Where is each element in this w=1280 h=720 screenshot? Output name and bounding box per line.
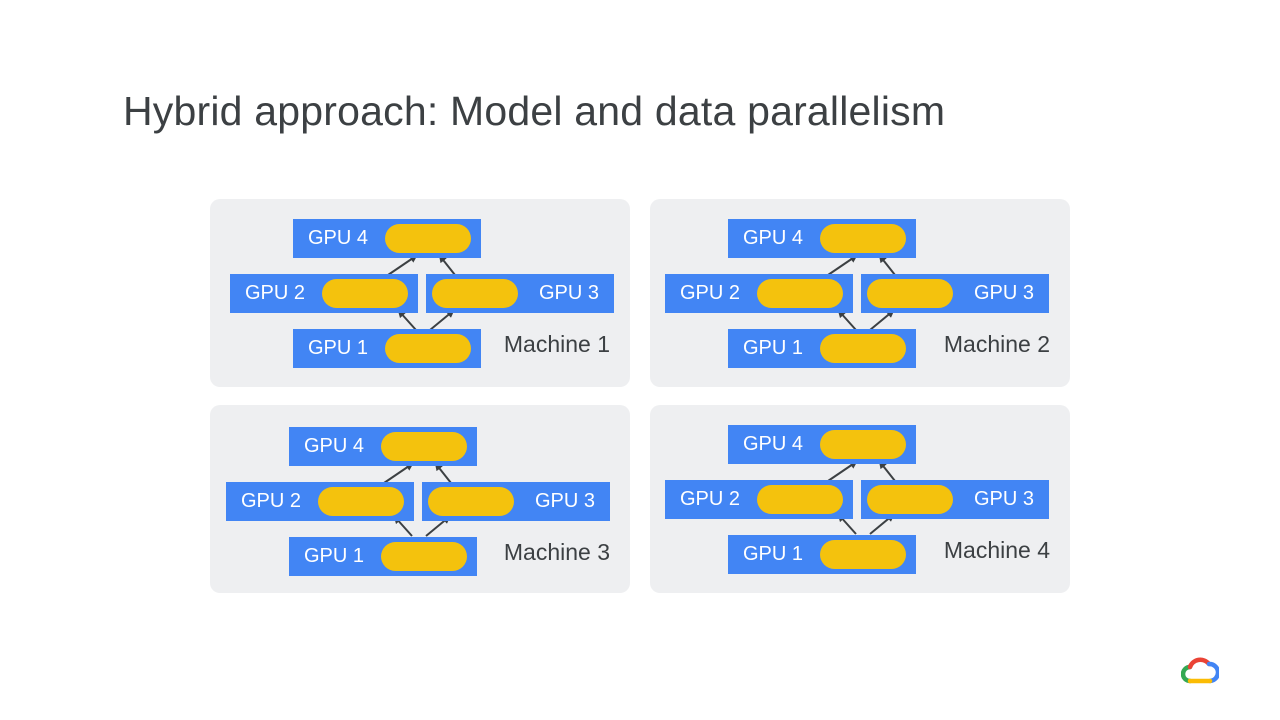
slide-title: Hybrid approach: Model and data parallel…: [123, 88, 946, 134]
data-pill: [428, 487, 514, 516]
gpu-1-box: GPU 1: [293, 329, 481, 368]
gpu-2-label: GPU 2: [245, 282, 306, 304]
gpu-4-label: GPU 4: [304, 435, 365, 457]
machine-label: Machine 2: [943, 331, 1050, 357]
arrow-gpu1-to-gpu3: [869, 309, 895, 331]
gpu-1-label: GPU 1: [743, 337, 804, 359]
gpu-2-box: GPU 2: [226, 482, 414, 521]
data-pill: [322, 279, 408, 308]
data-pill: [820, 224, 906, 253]
data-pill: [381, 432, 467, 461]
arrow-gpu2-to-gpu4: [387, 254, 418, 276]
gpu-3-box: GPU 3: [861, 480, 1049, 519]
data-pill: [867, 485, 953, 514]
data-pill: [385, 334, 471, 363]
gpu-1-box: GPU 1: [289, 537, 477, 576]
gpu-3-label: GPU 3: [973, 282, 1034, 304]
arrow-gpu1-to-gpu2: [397, 309, 417, 331]
gpu-4-label: GPU 4: [308, 227, 369, 249]
gpu-1-label: GPU 1: [743, 543, 804, 565]
gpu-3-label: GPU 3: [534, 490, 595, 512]
arrows-machine-1: [387, 254, 456, 331]
data-pill: [820, 540, 906, 569]
gpu-1-label: GPU 1: [304, 545, 365, 567]
gpu-4-box: GPU 4: [289, 427, 477, 466]
gpu-2-label: GPU 2: [680, 488, 741, 510]
machine-label: Machine 1: [503, 331, 610, 357]
gpu-2-box: GPU 2: [230, 274, 418, 313]
gpu-3-box: GPU 3: [422, 482, 610, 521]
gpu-2-label: GPU 2: [680, 282, 741, 304]
gpu-4-label: GPU 4: [743, 227, 804, 249]
arrow-gpu3-to-gpu4: [878, 254, 896, 276]
data-pill: [757, 485, 843, 514]
gpu-1-box: GPU 1: [728, 329, 916, 368]
arrow-gpu2-to-gpu4: [383, 462, 414, 484]
data-pill: [867, 279, 953, 308]
gpu-4-label: GPU 4: [743, 433, 804, 455]
gpu-3-box: GPU 3: [861, 274, 1049, 313]
gpu-2-label: GPU 2: [241, 490, 302, 512]
gpu-4-box: GPU 4: [728, 425, 916, 464]
gpu-1-label: GPU 1: [308, 337, 369, 359]
arrow-gpu1-to-gpu3: [429, 309, 455, 331]
arrow-gpu2-to-gpu4: [827, 460, 858, 482]
arrows-machine-2: [827, 254, 896, 331]
gpu-3-label: GPU 3: [973, 488, 1034, 510]
gpu-3-box: GPU 3: [426, 274, 614, 313]
google-cloud-logo-icon: [1181, 657, 1219, 684]
gpu-2-box: GPU 2: [665, 480, 853, 519]
gpu-1-box: GPU 1: [728, 535, 916, 574]
arrow-gpu3-to-gpu4: [878, 460, 896, 482]
data-pill: [820, 334, 906, 363]
machine-2-panel: GPU 4 GPU 2 GPU 3 GPU 1 Machine 2: [650, 199, 1070, 387]
machine-3-panel: GPU 4 GPU 2 GPU 3 GPU 1 Machine 3: [210, 405, 630, 593]
data-pill: [432, 279, 518, 308]
gpu-3-label: GPU 3: [538, 282, 599, 304]
gpu-4-box: GPU 4: [728, 219, 916, 258]
machine-label: Machine 4: [943, 537, 1050, 563]
gpu-2-box: GPU 2: [665, 274, 853, 313]
arrow-gpu1-to-gpu2: [837, 309, 857, 331]
gpu-4-box: GPU 4: [293, 219, 481, 258]
data-pill: [381, 542, 467, 571]
arrow-gpu3-to-gpu4: [434, 462, 452, 484]
machine-1-panel: GPU 4 GPU 2 GPU 3 GPU 1 Machine 1: [210, 199, 630, 387]
arrow-gpu2-to-gpu4: [827, 254, 858, 276]
data-pill: [757, 279, 843, 308]
machine-label: Machine 3: [503, 539, 610, 565]
data-pill: [318, 487, 404, 516]
data-pill: [820, 430, 906, 459]
data-pill: [385, 224, 471, 253]
arrow-gpu3-to-gpu4: [438, 254, 456, 276]
machine-4-panel: GPU 4 GPU 2 GPU 3 GPU 1 Machine 4: [650, 405, 1070, 593]
